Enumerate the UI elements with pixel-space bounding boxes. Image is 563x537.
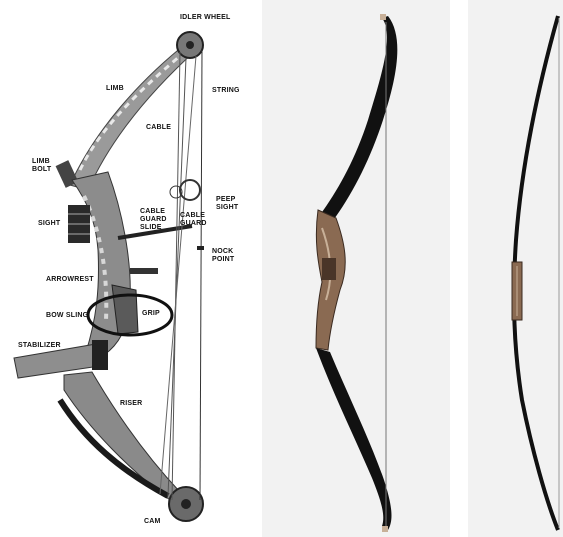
recurve-lower-tip: [382, 526, 388, 532]
label-cam: CAM: [144, 518, 161, 526]
cam-hub: [181, 499, 191, 509]
string: [200, 50, 202, 500]
cable-1: [172, 52, 180, 500]
label-cable-guard: CABLE GUARD: [180, 212, 207, 228]
label-limb: LIMB: [106, 85, 124, 93]
longbow: [512, 16, 559, 530]
label-grip: GRIP: [142, 310, 160, 318]
idler-wheel-hub: [186, 41, 194, 49]
label-stabilizer: STABILIZER: [18, 342, 61, 350]
recurve-upper-tip: [380, 14, 386, 20]
upper-limb: [70, 42, 196, 190]
stabilizer-mount: [92, 340, 108, 370]
cable-3: [160, 56, 196, 494]
arrowrest: [130, 268, 158, 274]
label-cable: CABLE: [146, 124, 171, 132]
label-bow-sling: BOW SLING: [46, 312, 88, 320]
label-limb-bolt: LIMB BOLT: [32, 158, 51, 174]
label-idler-wheel: IDLER WHEEL: [180, 14, 230, 22]
recurve-bow: [316, 14, 397, 532]
label-string: STRING: [212, 87, 240, 95]
recurve-grip: [322, 258, 336, 280]
label-peep-sight: PEEP SIGHT: [216, 196, 238, 212]
label-riser: RISER: [120, 400, 142, 408]
peep-sight: [180, 180, 200, 200]
label-sight: SIGHT: [38, 220, 60, 228]
label-arrowrest: ARROWREST: [46, 276, 94, 284]
lower-limb: [64, 372, 180, 500]
recurve-lower-limb: [316, 348, 391, 530]
label-nock-point: NOCK POINT: [212, 248, 234, 264]
nock-point: [197, 246, 204, 250]
compound-bow: [14, 32, 204, 521]
label-cable-guard-slide: CABLE GUARD SLIDE: [140, 208, 167, 232]
